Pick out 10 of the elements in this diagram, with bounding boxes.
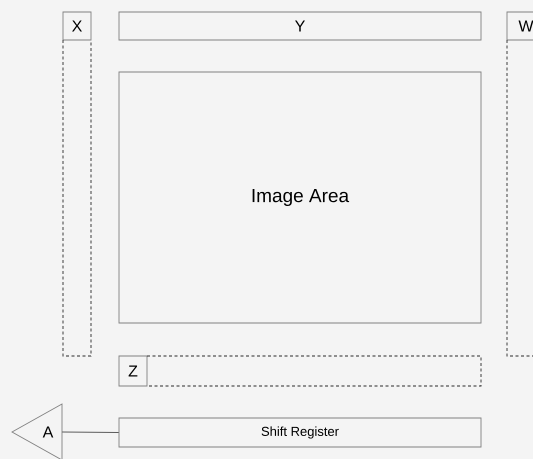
register-box: Y: [118, 12, 482, 40]
dashed-column: [62, 40, 92, 356]
label-box: Z: [118, 356, 148, 386]
label-box: W: [506, 12, 533, 40]
dashed-column: [506, 40, 533, 356]
image-area-box: Image Area: [118, 72, 482, 324]
dashed-strip: [146, 356, 482, 386]
connector-line: [62, 432, 119, 433]
shift-register-box: Shift Register: [118, 418, 482, 448]
label-box: X: [62, 12, 92, 40]
